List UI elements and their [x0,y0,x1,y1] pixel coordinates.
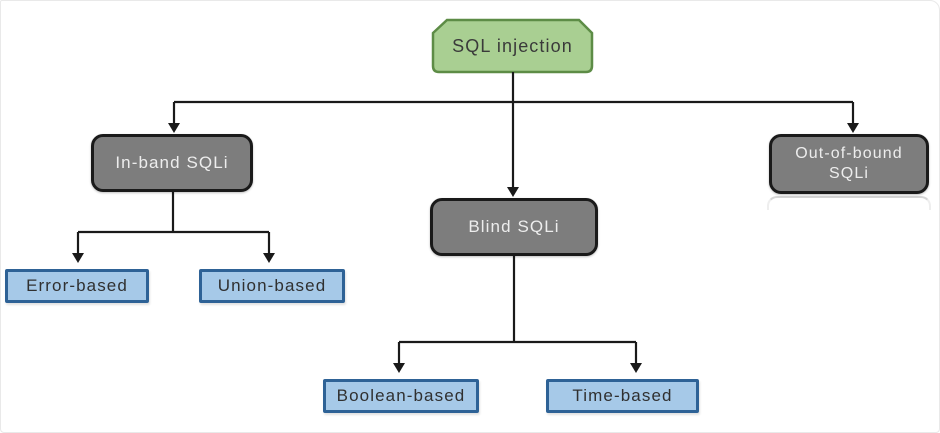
node-boolean-based: Boolean-based [323,379,479,413]
node-blind-sqli: Blind SQLi [430,198,598,256]
connector-blind-rail [399,256,636,344]
arrowhead-icon [847,123,859,133]
arrowhead-icon [168,123,180,133]
arrowhead-icon [72,253,84,263]
node-error-based: Error-based [5,269,149,303]
arrowhead-icon [507,187,519,197]
node-in-band-sqli: In-band SQLi [91,134,253,192]
ghost-box-artifact [767,196,931,210]
node-union-based: Union-based [199,269,345,303]
connector-root-rail [174,72,853,104]
node-time-based: Time-based [546,379,699,413]
arrowhead-icon [263,253,275,263]
arrowhead-icon [630,363,642,373]
root-node-shape [431,18,594,74]
arrowhead-icon [393,363,405,373]
node-out-of-bound-sqli: Out-of-bound SQLi [769,134,929,194]
node-sql-injection: SQL injection [452,35,573,56]
connector-in-band-rail [78,192,269,234]
